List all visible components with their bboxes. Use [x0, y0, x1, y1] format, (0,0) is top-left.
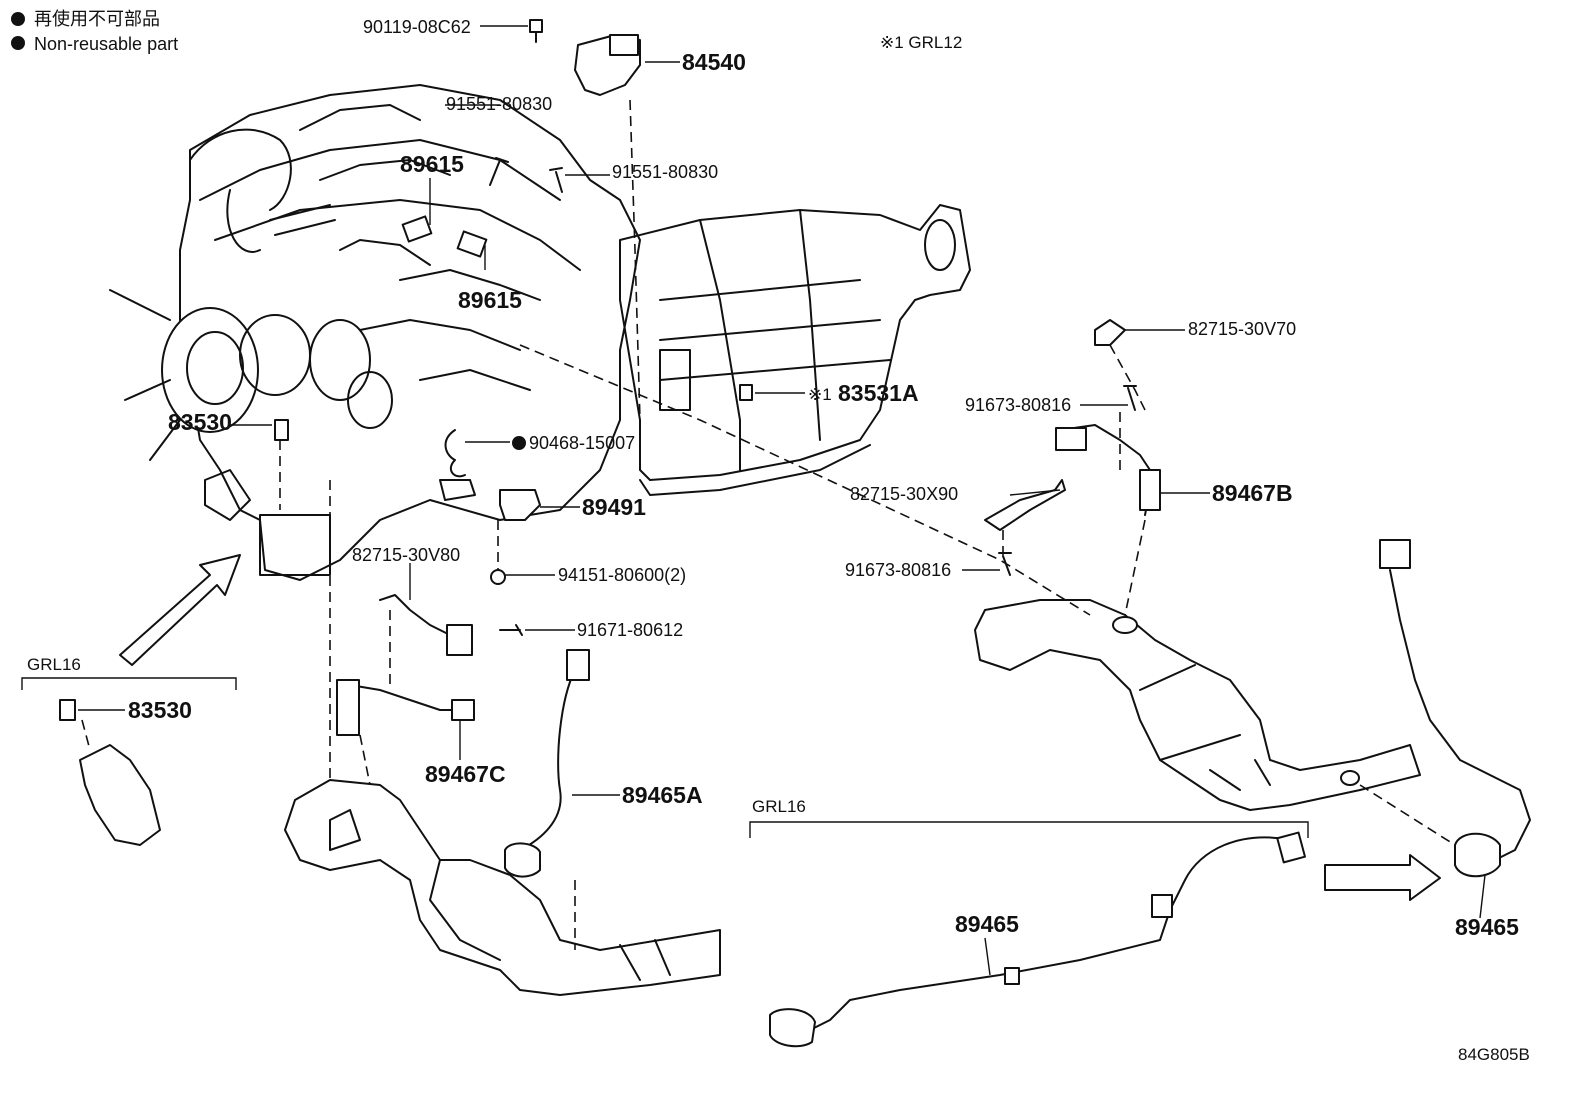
part-label-82715-30x90: 82715-30X90 [850, 484, 958, 504]
part-label-89467b: 89467B [1212, 480, 1293, 506]
dashed-reference-lines [81, 99, 1456, 950]
part-label-90119-08c62: 90119-08C62 [363, 17, 471, 37]
engine-assembly-drawing [109, 84, 971, 581]
legend-english: Non-reusable part [34, 34, 178, 54]
non-reusable-marker-icon [512, 436, 526, 450]
grade-mark: ※1 [808, 385, 832, 404]
part-label-94151-80600: 94151-80600(2) [558, 565, 686, 585]
part-label-90468-15007: 90468-15007 [529, 433, 635, 453]
part-label-82715-30v80: 82715-30V80 [352, 545, 460, 565]
direction-arrow-icon [1324, 854, 1441, 901]
part-label-83530-b: 83530 [128, 697, 192, 723]
part-label-89615-b: 89615 [458, 287, 522, 313]
part-drawings [59, 19, 1531, 1048]
part-label-91551-80830-a: 91551-80830 [446, 94, 552, 114]
legend: 再使用不可部品 Non-reusable part [11, 9, 178, 54]
part-label-83531a: 83531A [838, 380, 919, 406]
grl16-bottom-label: GRL16 [752, 797, 806, 816]
grl16-left-label: GRL16 [27, 655, 81, 674]
part-label-89465a: 89465A [622, 782, 703, 808]
part-label-89465-bottom: 89465 [955, 911, 1019, 937]
non-reusable-marker-icon [11, 12, 25, 26]
part-labels: 90119-08C62 84540 91551-80830 89615 9155… [128, 17, 1519, 940]
legend-japanese: 再使用不可部品 [34, 9, 160, 29]
grade-note: ※1 GRL12 [880, 33, 962, 52]
diagram-code: 84G805B [1458, 1045, 1530, 1064]
part-label-89467c: 89467C [425, 761, 506, 787]
part-label-83530-a: 83530 [168, 409, 232, 435]
part-label-89491: 89491 [582, 494, 646, 520]
part-label-82715-30v70: 82715-30V70 [1188, 319, 1296, 339]
part-label-91671-80612: 91671-80612 [577, 620, 683, 640]
part-label-84540: 84540 [682, 49, 746, 75]
part-label-91673-80816-b: 91673-80816 [845, 560, 951, 580]
exhaust-left-drawing [284, 779, 721, 996]
part-label-91551-80830-b: 91551-80830 [612, 162, 718, 182]
exhaust-right-drawing [974, 599, 1421, 811]
part-label-89465-right: 89465 [1455, 914, 1519, 940]
leader-lines [78, 25, 1486, 976]
part-label-89615-a: 89615 [400, 151, 464, 177]
part-label-91673-80816-a: 91673-80816 [965, 395, 1071, 415]
grl16-bottom-bracket [749, 821, 1309, 838]
front-direction-arrow-icon [119, 554, 241, 666]
non-reusable-marker-icon [11, 36, 25, 50]
grl16-left-bracket [21, 677, 237, 690]
